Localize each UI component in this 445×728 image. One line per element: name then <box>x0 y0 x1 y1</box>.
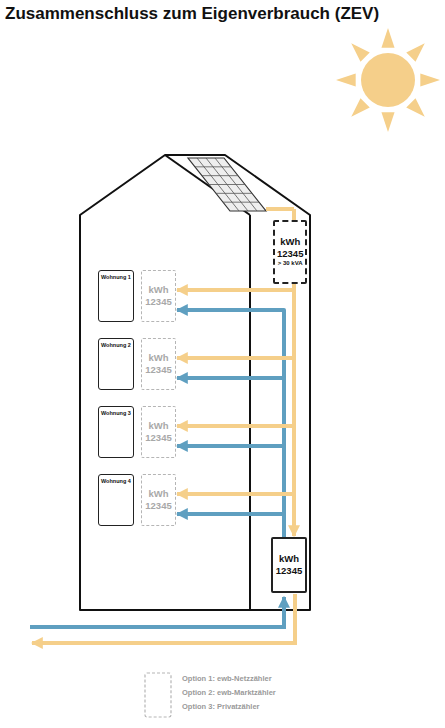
grid-power-line <box>177 378 284 537</box>
solar-panel-frame <box>188 158 266 211</box>
legend-label: Option 3: Privatzähler <box>182 703 260 712</box>
sun-icon <box>336 28 440 132</box>
grid-supply-line <box>30 597 284 627</box>
sun-ray <box>420 73 440 86</box>
panel-cell-line <box>209 184 245 185</box>
legend-swatch <box>145 673 171 717</box>
meter-reading: 12345 <box>145 433 171 444</box>
sun-ray <box>406 43 425 62</box>
sun-disc <box>361 53 415 107</box>
optional-meter: kWh12345 <box>141 338 176 390</box>
meter-reading: 12345 <box>277 249 303 260</box>
optional-meter: kWh12345 <box>141 270 176 322</box>
solar-feed-line <box>266 207 294 211</box>
meter-reading: 12345 <box>276 566 302 577</box>
grid-meter: kWh12345 <box>271 537 307 593</box>
legend-label: Option 1: ewb-Netzzähler <box>182 675 272 684</box>
meter-reading: 12345 <box>145 365 171 376</box>
house-outline <box>80 155 310 610</box>
diagram-title: Zusammenschluss zum Eigenverbrauch (ZEV) <box>5 4 379 24</box>
solar-power-line <box>177 284 294 290</box>
legend-label: Option 2: ewb-Marktzähler <box>182 689 276 698</box>
optional-meter: kWh12345 <box>141 406 176 458</box>
solar-panel <box>188 158 266 211</box>
sun-ray <box>336 73 356 86</box>
panel-cell-line <box>206 158 248 211</box>
apartment-label: Wohnung 4 <box>101 478 131 484</box>
meter-rating: > 30 kVA <box>278 260 303 267</box>
main-meter: kWh12345> 30 kVA <box>273 220 307 284</box>
sun-ray <box>406 98 425 117</box>
sun-ray <box>351 98 370 117</box>
meter-reading: kWh <box>279 554 299 565</box>
grid-power-line <box>177 514 284 537</box>
meter-reading: kWh <box>148 421 168 432</box>
apartment-label: Wohnung 1 <box>101 274 131 280</box>
apartment-box: Wohnung 1 <box>98 270 134 322</box>
stairwell-wall <box>249 215 251 610</box>
panel-cell-line <box>202 175 238 176</box>
panel-cell-line <box>195 166 231 167</box>
panel-cell-line <box>216 193 252 194</box>
grid-power-line <box>177 310 284 537</box>
solar-power-line <box>177 284 294 426</box>
sun-ray <box>351 43 370 62</box>
grid-power-line <box>177 446 284 537</box>
solar-power-line <box>177 284 294 358</box>
meter-reading: kWh <box>280 237 300 248</box>
solar-power-line <box>292 284 296 536</box>
apartment-label: Wohnung 2 <box>101 342 131 348</box>
meter-reading: 12345 <box>145 297 171 308</box>
apartment-box: Wohnung 2 <box>98 338 134 390</box>
panel-cell-line <box>223 202 259 203</box>
apartment-box: Wohnung 3 <box>98 406 134 458</box>
sun-ray <box>381 112 394 132</box>
meter-reading: kWh <box>148 285 168 296</box>
sun-ray <box>381 28 394 48</box>
meter-reading: kWh <box>148 353 168 364</box>
solar-power-line <box>177 284 294 494</box>
optional-meter: kWh12345 <box>141 474 176 526</box>
meter-reading: kWh <box>148 489 168 500</box>
apartment-box: Wohnung 4 <box>98 474 134 526</box>
grid-feedin-line <box>32 594 295 643</box>
meter-reading: 12345 <box>145 501 171 512</box>
apartment-label: Wohnung 3 <box>101 410 131 416</box>
